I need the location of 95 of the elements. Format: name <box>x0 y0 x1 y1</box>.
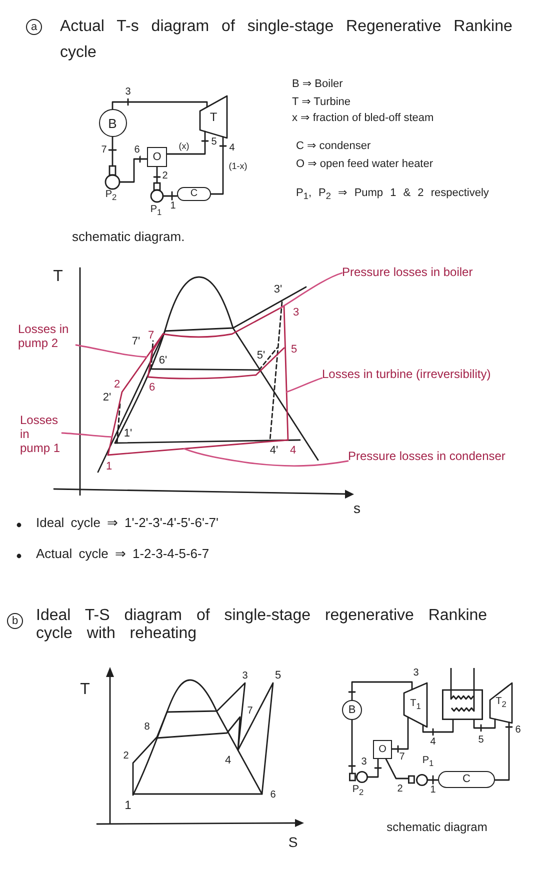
caption: schematic diagram. <box>72 230 185 245</box>
annotation-text: Losses in pump 1 <box>20 414 62 456</box>
turbine-symbol: T$_{1}$ <box>404 683 427 727</box>
annotation-text: Pressure losses in condenser <box>348 450 506 464</box>
axis-label: T <box>53 268 63 286</box>
boiler-circle: B <box>98 109 126 137</box>
pipe-line <box>422 719 454 736</box>
state-point-label: 1 <box>124 799 132 813</box>
edge-label: 3 <box>361 756 367 768</box>
heading: Ideal T-S diagram of single-stage regenerative Rankine cycle with reheating <box>36 607 488 644</box>
abbreviation-note: x ⇒ fraction of bled-off steam <box>292 112 434 125</box>
state-point-label: 7 <box>247 705 253 717</box>
pipe-line <box>153 166 161 184</box>
pump-label: P$_{1}$ <box>150 204 162 218</box>
pump-label: P$_{2}$ <box>352 784 364 798</box>
pump-label: P$_{1}$ <box>422 755 434 769</box>
pipe-line <box>166 130 209 155</box>
abbreviation-note: B ⇒ Boiler <box>292 78 343 91</box>
leader-line <box>61 432 113 438</box>
pipe-line <box>427 775 439 785</box>
pipe-line <box>210 136 227 195</box>
annotation-text: Losses in turbine (irreversibility) <box>322 368 491 382</box>
pipe-line <box>112 98 208 110</box>
state-point-label: 8 <box>144 721 150 733</box>
abbreviation-note: O ⇒ open feed water heater <box>296 158 434 171</box>
heat-rejection-line <box>107 439 289 456</box>
edge-label: 5 <box>211 136 217 148</box>
pipe-line <box>385 758 409 780</box>
abbreviation-note: T ⇒ Turbine <box>292 96 351 109</box>
expansion-line <box>283 305 289 441</box>
abbreviation-note: P$_{1}$, P$_{2}$ ⇒ Pump 1 & 2 respectively <box>296 187 489 202</box>
axis-label: s <box>354 500 360 516</box>
pipe-line <box>118 155 148 183</box>
pump-label: P$_{2}$ <box>105 189 117 203</box>
state-point-label: 5' <box>256 350 266 362</box>
pump-symbol <box>408 773 428 786</box>
heater-box: O <box>147 147 167 167</box>
turbine-symbol: T$_{2}$ <box>490 683 512 723</box>
state-point-label: 3 <box>292 306 300 320</box>
state-point-label: 3 <box>242 670 248 682</box>
fraction-label: (x) <box>178 140 190 152</box>
pump-symbol <box>105 166 120 189</box>
condenser-symbol: C <box>438 771 495 788</box>
state-point-label: 3' <box>274 284 282 296</box>
pipe-line <box>348 681 413 701</box>
boiler-circle: B <box>342 700 362 720</box>
pipe-line <box>473 718 496 732</box>
state-point-label: 5 <box>274 670 282 682</box>
heater-box: O <box>373 740 392 759</box>
annotation-text: Pressure losses in boiler <box>342 266 473 280</box>
edge-label: 5 <box>478 734 484 746</box>
heading: Actual T-s diagram of single-stage Regenerative Rankine cycle <box>60 17 514 64</box>
annotation-text: Losses in pump 2 <box>18 323 76 351</box>
state-point-label: 1 <box>106 460 112 474</box>
axis-label: S <box>288 834 298 850</box>
state-point-label: 1' <box>124 428 132 440</box>
pipe-line <box>348 719 356 774</box>
state-point-label: 4 <box>224 754 232 768</box>
state-point-label: 2 <box>114 378 120 392</box>
reheater-symbol <box>442 668 483 720</box>
turbine-symbol: T <box>200 96 227 138</box>
state-point-label: 5 <box>290 344 298 356</box>
pipe-line <box>367 758 382 778</box>
leader-line <box>183 448 349 467</box>
state-point-label: 7' <box>132 336 140 348</box>
state-point-label: 2' <box>102 392 112 404</box>
pipe-line <box>391 716 409 753</box>
leader-line <box>286 377 323 393</box>
leader-line <box>279 272 343 309</box>
pump-symbol <box>349 771 369 783</box>
edge-label: 3 <box>413 667 419 679</box>
state-point-label: 4 <box>290 444 296 458</box>
edge-label: 3 <box>125 86 131 98</box>
cycle-note: Ideal cycle ⇒ 1'-2'-3'-4'-5'-6'-7' <box>36 516 218 531</box>
pump-symbol <box>150 183 164 203</box>
condenser-symbol: C <box>177 187 211 201</box>
abbreviation-note: C ⇒ condenser <box>296 140 371 153</box>
pipe-line <box>108 136 117 167</box>
state-point-label: 6' <box>158 354 168 368</box>
section-marker: b <box>7 613 23 629</box>
state-point-label: 6 <box>148 382 156 394</box>
edge-label: 6 <box>134 144 140 156</box>
leader-line <box>75 344 148 358</box>
axis-label: T <box>80 680 90 700</box>
state-point-label: 4' <box>270 444 278 458</box>
fraction-label: (1-x) <box>228 160 248 172</box>
edge-label: 6 <box>515 724 521 736</box>
section-marker: a <box>26 19 42 35</box>
state-point-label: 7 <box>148 330 154 342</box>
cycle-note: Actual cycle ⇒ 1-2-3-4-5-6-7 <box>36 547 210 562</box>
pipe-line <box>162 191 178 201</box>
state-point-label: 2 <box>123 750 129 762</box>
pipe-line <box>494 722 513 781</box>
state-point-label: 6 <box>270 789 276 801</box>
caption: schematic diagram <box>386 821 488 835</box>
